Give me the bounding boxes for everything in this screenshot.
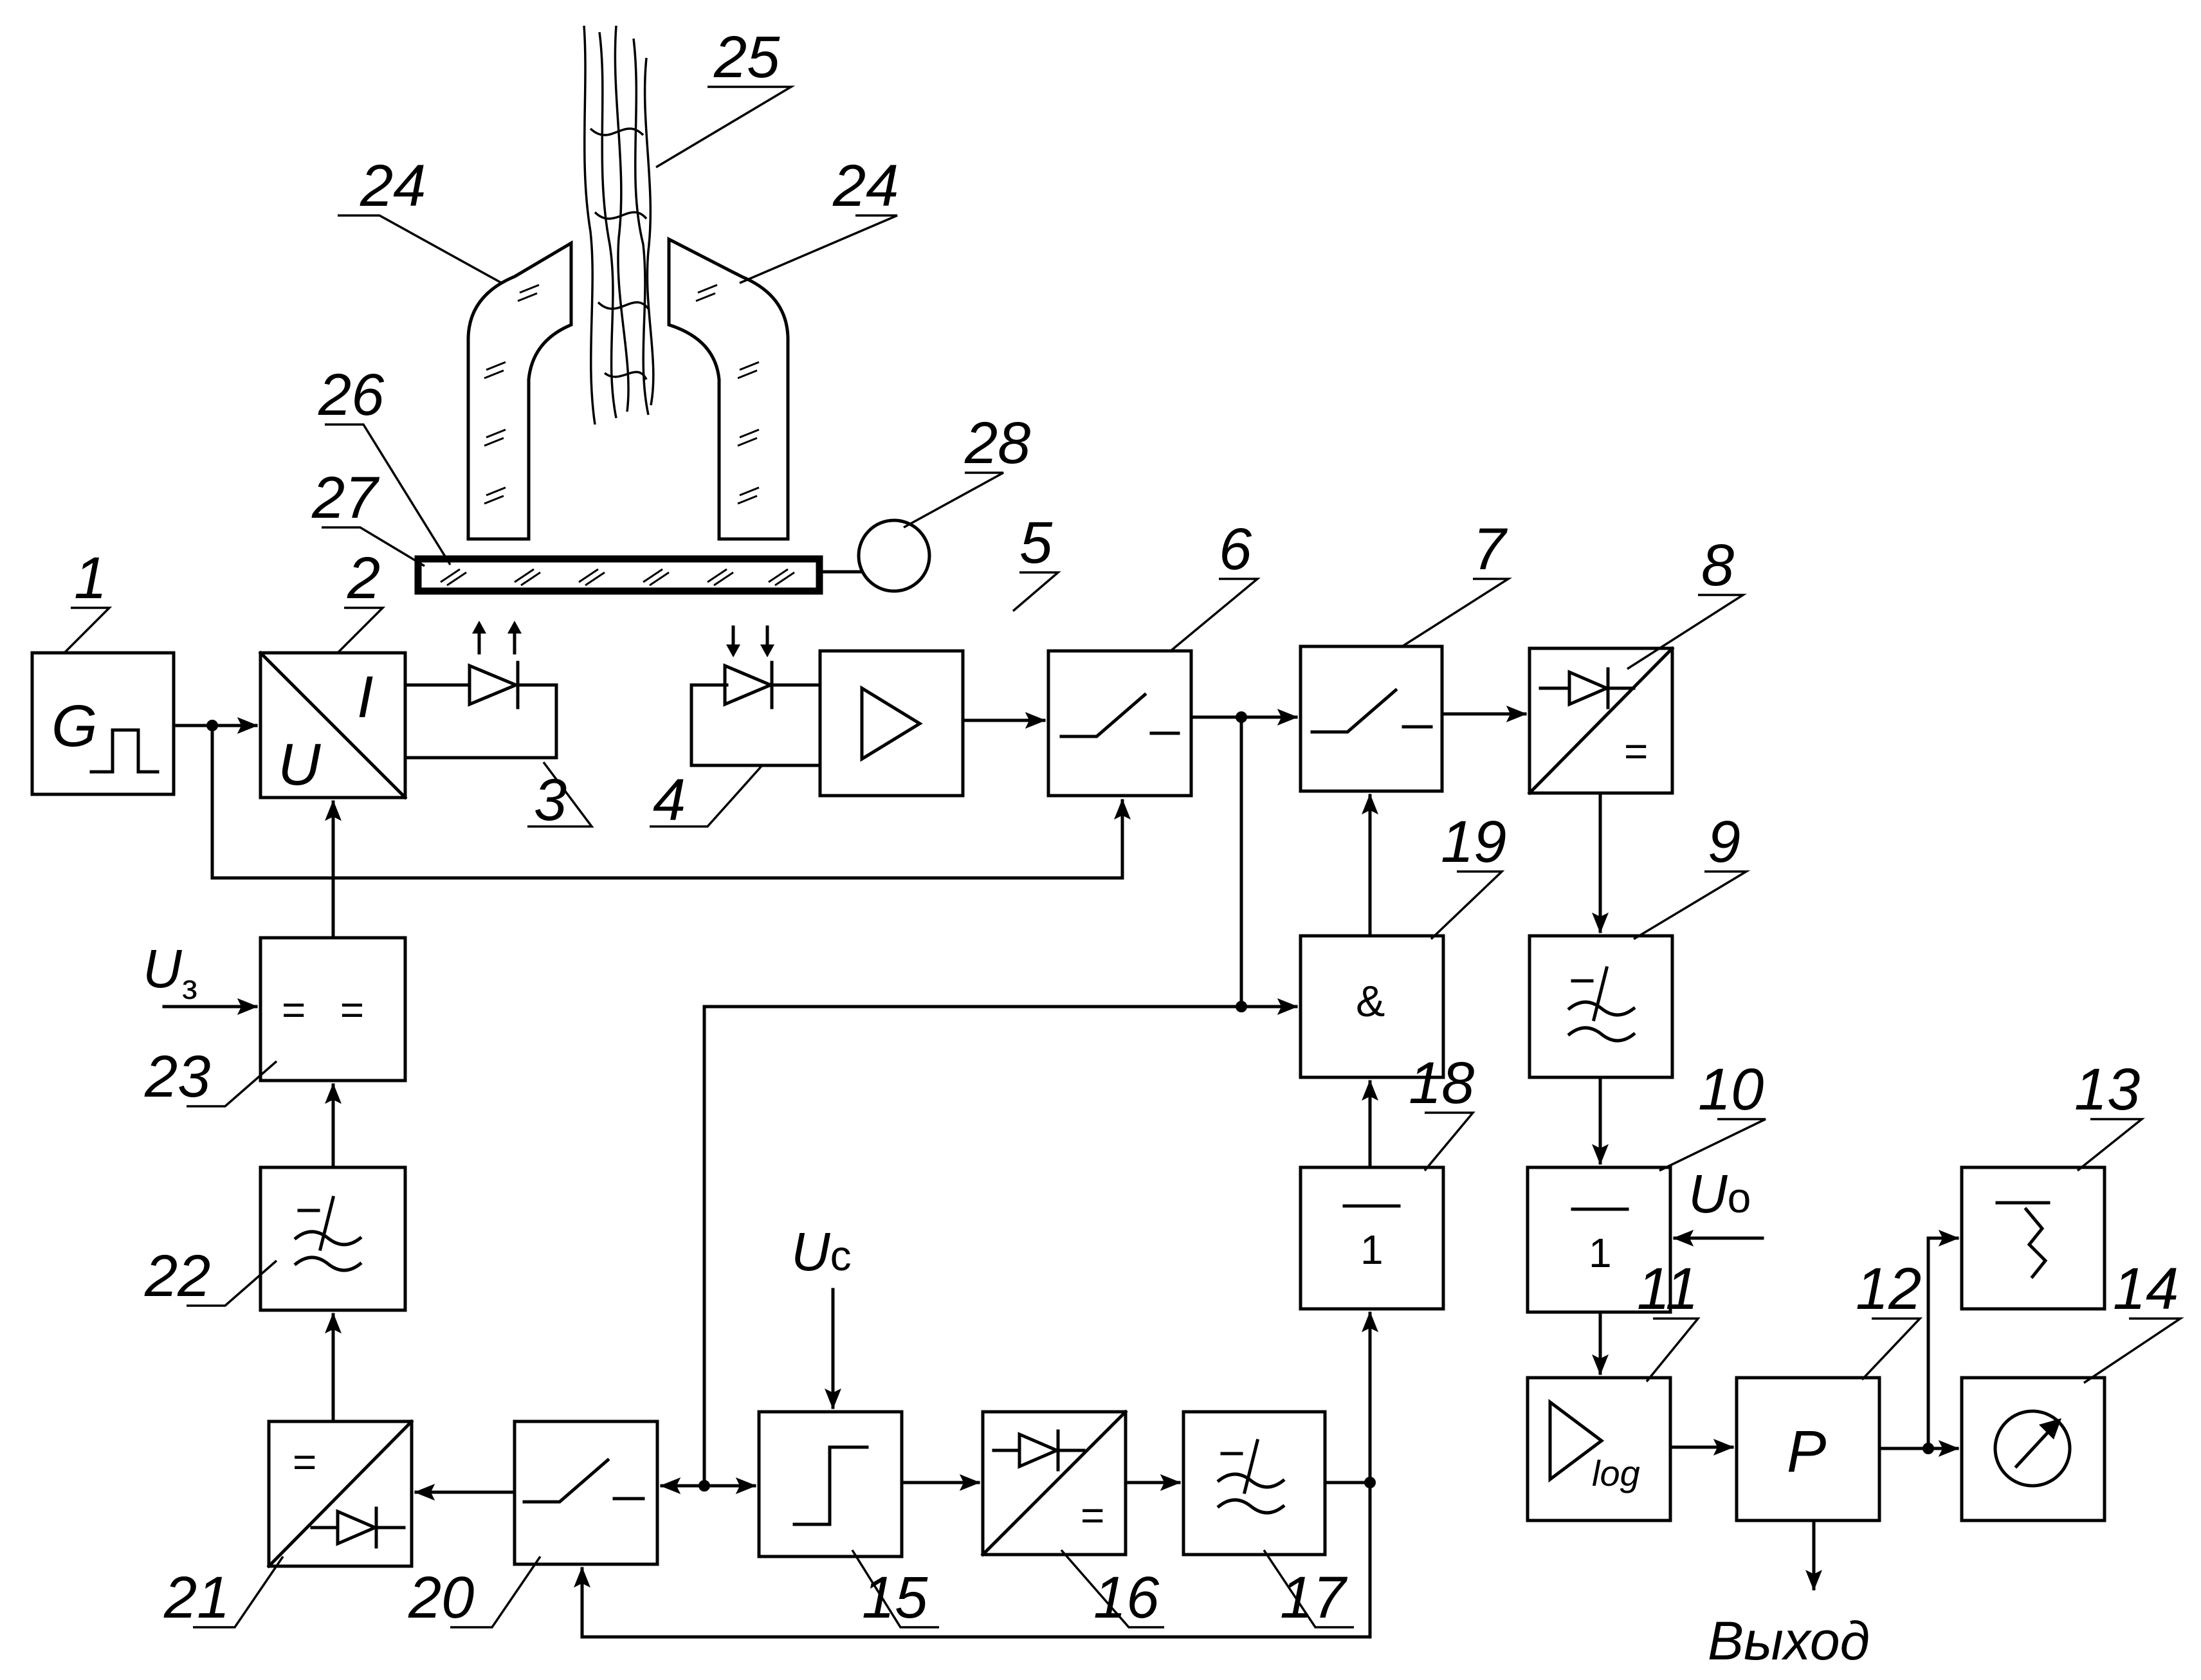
wiper-motor bbox=[857, 518, 931, 593]
junction-dots bbox=[206, 711, 1934, 1492]
block-5-amplifier bbox=[818, 649, 965, 798]
light-guide-right bbox=[667, 236, 790, 541]
rectifier-8-eq: = bbox=[1624, 728, 1648, 774]
reference-numbers: 1 2 3 4 5 6 7 8 9 10 11 12 13 14 15 16 1… bbox=[74, 24, 2178, 1630]
ref-8: 8 bbox=[1701, 533, 1734, 598]
ref-25: 25 bbox=[713, 24, 780, 90]
block-19-and-gate bbox=[1299, 934, 1445, 1079]
log-glyph: log bbox=[1592, 1453, 1640, 1493]
block-22-filter bbox=[259, 1165, 407, 1312]
block-6-switch bbox=[1046, 649, 1193, 798]
ref-11: 11 bbox=[1637, 1256, 1699, 1322]
signal-uo: Uo bbox=[1688, 1164, 1751, 1224]
processor-glyph: P bbox=[1787, 1419, 1826, 1484]
block-14-meter bbox=[1960, 1376, 2106, 1522]
ref-2: 2 bbox=[347, 545, 380, 611]
rectifier-21-eq: = bbox=[293, 1439, 316, 1485]
flame bbox=[583, 25, 655, 425]
ref-24-left: 24 bbox=[360, 153, 426, 219]
ref-28: 28 bbox=[964, 410, 1030, 476]
ref-17: 17 bbox=[1280, 1565, 1347, 1630]
ref-15: 15 bbox=[862, 1565, 928, 1630]
flame-sensor-assembly bbox=[414, 25, 931, 595]
ref-23: 23 bbox=[144, 1044, 210, 1109]
block-18-glyph: 1 bbox=[1360, 1227, 1384, 1273]
ref-20: 20 bbox=[408, 1565, 474, 1630]
ref-5: 5 bbox=[1019, 510, 1053, 576]
ref-18: 18 bbox=[1409, 1050, 1474, 1116]
ref-6: 6 bbox=[1219, 516, 1252, 582]
rectifier-16-eq: = bbox=[1081, 1492, 1104, 1538]
dcdc-glyph: = = bbox=[282, 987, 364, 1033]
block-10-glyph: 1 bbox=[1589, 1230, 1612, 1276]
ref-7: 7 bbox=[1473, 516, 1508, 582]
ref-24-right: 24 bbox=[832, 153, 899, 219]
block-10-comparator bbox=[1526, 1165, 1672, 1314]
led-emitter-3 bbox=[403, 621, 558, 760]
and-glyph: & bbox=[1356, 977, 1385, 1026]
pulse-icon bbox=[89, 728, 160, 774]
ref-19: 19 bbox=[1441, 809, 1506, 875]
ref-27: 27 bbox=[311, 465, 379, 531]
ref-4: 4 bbox=[653, 767, 686, 833]
ref-22: 22 bbox=[144, 1243, 210, 1309]
ref-26: 26 bbox=[318, 362, 385, 428]
signal-labels: Uз Uc Uo Выход bbox=[143, 938, 1870, 1671]
leader-lines bbox=[63, 86, 2184, 1629]
block-12-processor bbox=[1735, 1376, 1881, 1522]
signal-u3: Uз bbox=[143, 938, 197, 1007]
ref-16: 16 bbox=[1093, 1565, 1160, 1630]
block-18-inverter bbox=[1299, 1165, 1445, 1311]
glass-plate bbox=[414, 555, 823, 595]
ref-1: 1 bbox=[74, 545, 107, 611]
ref-3: 3 bbox=[534, 767, 567, 833]
ref-14: 14 bbox=[2113, 1256, 2178, 1322]
output-label: Выход bbox=[1708, 1611, 1870, 1671]
signal-uc: Uc bbox=[791, 1221, 852, 1282]
converter-u-glyph: U bbox=[278, 732, 321, 798]
ref-10: 10 bbox=[1698, 1057, 1764, 1122]
photodiode-4 bbox=[690, 625, 822, 767]
block-20-switch bbox=[513, 1420, 659, 1566]
ref-21: 21 bbox=[163, 1565, 230, 1630]
converter-i-glyph: I bbox=[357, 664, 374, 730]
ref-9: 9 bbox=[1708, 809, 1740, 875]
generator-glyph: G bbox=[51, 693, 98, 759]
light-guide-left bbox=[466, 240, 573, 541]
ref-13: 13 bbox=[2074, 1057, 2140, 1122]
signal-wires bbox=[162, 706, 1960, 1639]
ref-12: 12 bbox=[1856, 1256, 1921, 1322]
block-7-switch bbox=[1299, 644, 1444, 793]
